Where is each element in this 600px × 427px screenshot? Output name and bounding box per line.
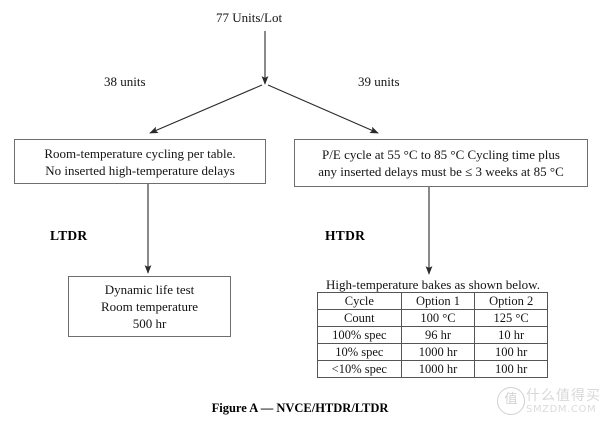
arrow-split-to-htdr (267, 84, 379, 134)
bake-table-body: 100% spec 96 hr 10 hr 10% spec 1000 hr 1… (317, 326, 548, 378)
left-branch-count-label: 38 units (104, 74, 146, 89)
bake-table-header-row-1: Cycle Option 1 Option 2 (317, 292, 548, 310)
htdr-condition-box: P/E cycle at 55 °C to 85 °C Cycling time… (294, 139, 588, 187)
bake-cell-opt1-2: 1000 hr (400, 360, 476, 378)
ltdr-condition-line-1: Room-temperature cycling per table. (44, 145, 236, 161)
bake-table-header-cycle: Cycle (317, 292, 402, 310)
bake-cell-opt1-0: 96 hr (400, 326, 476, 344)
dynamic-life-test-box: Dynamic life test Room temperature 500 h… (68, 276, 231, 337)
bake-table-header-option-2: Option 2 (474, 292, 548, 310)
bake-table-header-option-1: Option 1 (400, 292, 476, 310)
htdr-condition-line-2: any inserted delays must be ≤ 3 weeks at… (318, 164, 564, 179)
dynamic-life-line-1: Dynamic life test (104, 282, 195, 297)
bake-cell-opt2-0: 10 hr (474, 326, 548, 344)
htdr-condition-line-1: P/E cycle at 55 °C to 85 °C Cycling time… (322, 147, 560, 162)
ltdr-condition-line-2: No inserted high-temperature delays (45, 162, 235, 178)
bake-cell-opt2-2: 100 hr (474, 360, 548, 378)
bake-cell-opt2-1: 100 hr (474, 343, 548, 361)
htdr-branch-tag: HTDR (325, 228, 366, 243)
arrow-split-to-ltdr (149, 84, 263, 134)
bake-table-header-count: Count (317, 309, 402, 327)
high-temperature-bake-table: Cycle Option 1 Option 2 Count 100 °C 125… (317, 292, 548, 378)
dynamic-life-line-3: 500 hr (132, 316, 167, 331)
table-row: <10% spec 1000 hr 100 hr (317, 360, 548, 378)
table-row: 10% spec 1000 hr 100 hr (317, 343, 548, 361)
table-row: 100% spec 96 hr 10 hr (317, 326, 548, 344)
bake-cell-cycle-1: 10% spec (317, 343, 402, 361)
ltdr-condition-box: Room-temperature cycling per table. No i… (14, 139, 266, 184)
bake-table-header-row-2: Count 100 °C 125 °C (317, 309, 548, 327)
bake-table-head: Cycle Option 1 Option 2 Count 100 °C 125… (317, 292, 548, 327)
source-lot-label: 77 Units/Lot (216, 10, 283, 25)
ltdr-branch-tag: LTDR (50, 228, 88, 243)
bake-cell-cycle-2: <10% spec (317, 360, 402, 378)
bake-table-header-option-1-temp: 100 °C (400, 309, 476, 327)
right-branch-count-label: 39 units (358, 74, 400, 89)
bake-table-caption: High-temperature bakes as shown below. (326, 277, 540, 292)
bake-cell-opt1-1: 1000 hr (400, 343, 476, 361)
bake-table-header-option-2-temp: 125 °C (474, 309, 548, 327)
dynamic-life-line-2: Room temperature (100, 299, 199, 314)
bake-cell-cycle-0: 100% spec (317, 326, 402, 344)
figure-caption: Figure A — NVCE/HTDR/LTDR (211, 401, 389, 415)
